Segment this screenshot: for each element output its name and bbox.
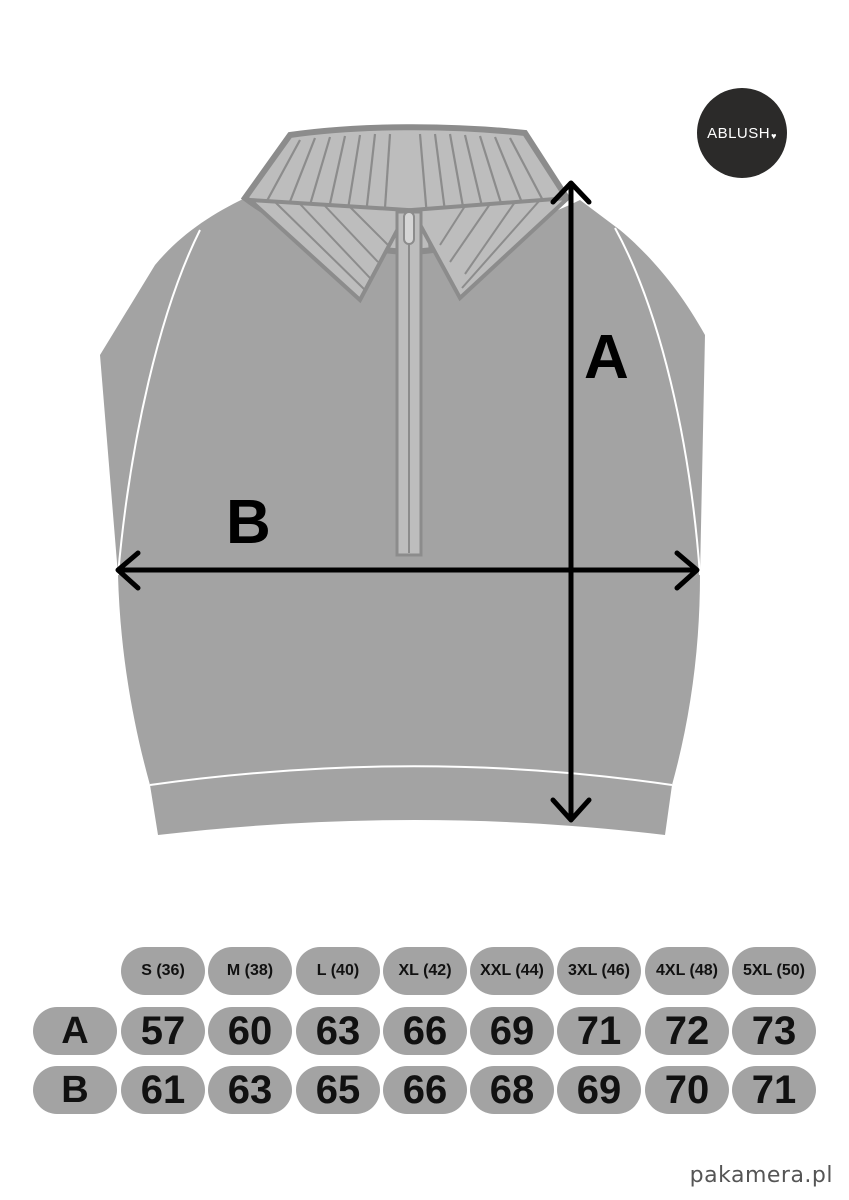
garment-diagram: A B — [100, 124, 705, 835]
label-b: B — [226, 488, 271, 557]
size-header: S (36) — [121, 947, 205, 995]
left-raglan-seam — [117, 229, 201, 576]
right-raglan-seam — [614, 227, 701, 576]
size-value: 72 — [645, 1007, 729, 1055]
size-value: 73 — [732, 1007, 816, 1055]
heart-icon: ♥ — [771, 131, 777, 141]
size-value: 63 — [296, 1007, 380, 1055]
brand-logo-text: ABLUSH — [707, 124, 771, 142]
size-header: XL (42) — [383, 947, 467, 995]
size-value: 65 — [296, 1066, 380, 1114]
measurement-arrow-a — [550, 180, 592, 823]
size-header: L (40) — [296, 947, 380, 995]
size-header: 4XL (48) — [645, 947, 729, 995]
zipper-pull-icon — [403, 211, 415, 245]
size-value: 63 — [208, 1066, 292, 1114]
watermark: pakamera.pl — [689, 1163, 833, 1188]
hem-seam — [149, 765, 673, 786]
size-value: 71 — [557, 1007, 641, 1055]
size-header: XXL (44) — [470, 947, 554, 995]
row-label: A — [33, 1007, 117, 1055]
size-value: 71 — [732, 1066, 816, 1114]
size-header: 5XL (50) — [732, 947, 816, 995]
measurement-arrow-b — [115, 550, 700, 591]
label-a: A — [584, 323, 629, 392]
size-value: 66 — [383, 1066, 467, 1114]
size-value: 66 — [383, 1007, 467, 1055]
size-value: 68 — [470, 1066, 554, 1114]
size-value: 70 — [645, 1066, 729, 1114]
size-header: M (38) — [208, 947, 292, 995]
size-value: 60 — [208, 1007, 292, 1055]
brand-logo: ABLUSH♥ — [697, 88, 787, 178]
size-value: 61 — [121, 1066, 205, 1114]
size-value: 57 — [121, 1007, 205, 1055]
size-value: 69 — [470, 1007, 554, 1055]
row-label: B — [33, 1066, 117, 1114]
size-value: 69 — [557, 1066, 641, 1114]
size-header: 3XL (46) — [557, 947, 641, 995]
